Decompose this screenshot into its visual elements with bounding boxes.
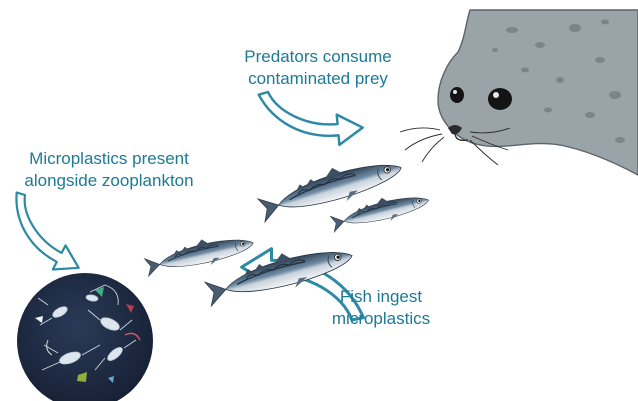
microplastics-label: Microplastics present alongside zooplank… [4, 148, 214, 192]
predators-label-line-1: Predators consume [218, 46, 418, 68]
seal-illustration [400, 10, 638, 175]
fish-label-line-1: Fish ingest [316, 286, 446, 308]
microplastics-label-line-1: Microplastics present [4, 148, 214, 170]
curved-arrow-to-zooplankton [0, 191, 97, 280]
zooplankton-disc [17, 273, 153, 401]
fish-label: Fish ingest microplastics [316, 286, 446, 330]
mackerel-fish [143, 228, 256, 279]
microplastics-label-line-2: alongside zooplankton [4, 170, 214, 192]
predators-label: Predators consume contaminated prey [218, 46, 418, 90]
curved-arrow-to-seal [259, 84, 364, 151]
fish-label-line-2: microplastics [316, 308, 446, 330]
predators-label-line-2: contaminated prey [218, 68, 418, 90]
